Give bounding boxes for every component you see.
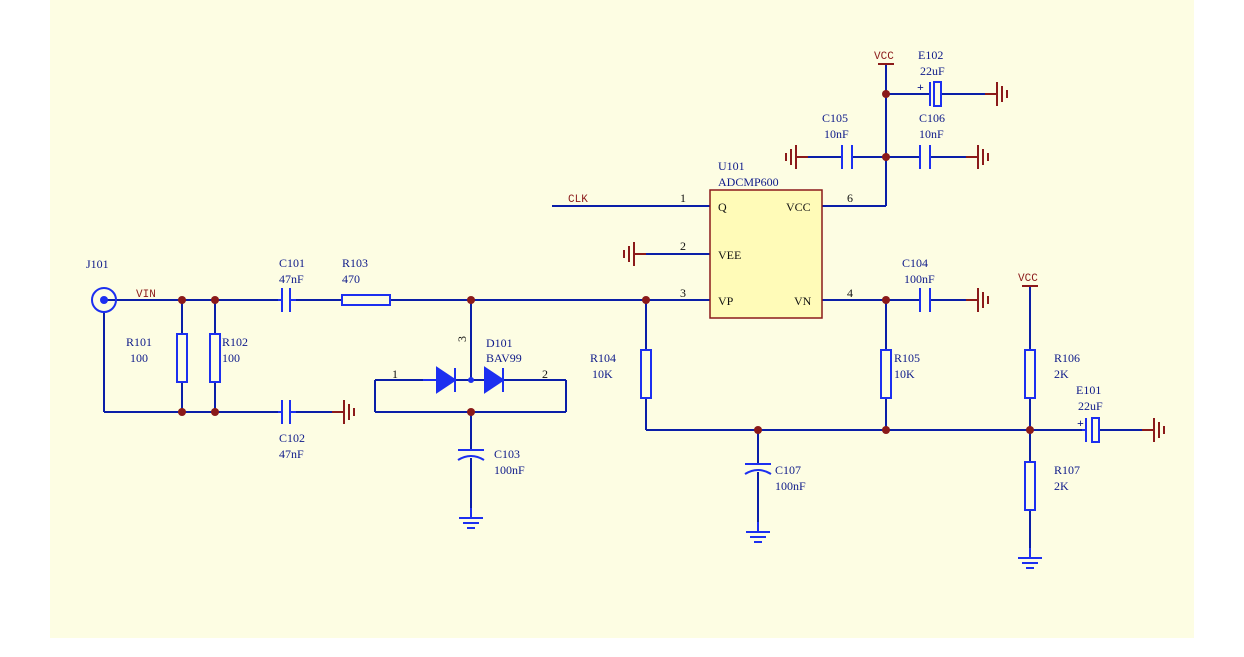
ground-icon: [331, 399, 355, 425]
r105-resistor-symbol: [880, 349, 892, 399]
ground-icon: [1141, 417, 1165, 443]
ground-icon: [458, 507, 484, 529]
c105-ref-label: C105: [822, 111, 848, 125]
c102-capacitor-symbol: [278, 400, 296, 424]
c102-ref-label: C102: [279, 431, 305, 445]
junction-dots: [178, 90, 1034, 434]
c102-value-label: 47nF: [279, 447, 304, 461]
c107-capacitor-symbol: [744, 463, 772, 475]
e102-electrolytic-capacitor-symbol: [929, 81, 942, 107]
ground-icon: [965, 144, 989, 170]
e101-electrolytic-capacitor-symbol: [1082, 417, 1100, 443]
clk-net-label: CLK: [568, 194, 588, 206]
u101-pin-number: 4: [847, 286, 853, 300]
r106-value-label: 2K: [1054, 367, 1069, 381]
e102-polarity-label: +: [917, 80, 924, 94]
d101-value-label: BAV99: [486, 351, 522, 365]
ground-icon: [984, 81, 1008, 107]
u101-pin-vp-label: VP: [718, 294, 734, 308]
u101-pin-vcc-label: VCC: [786, 200, 811, 214]
vcc-net-label: VCC: [874, 51, 894, 63]
c103-ref-label: C103: [494, 447, 520, 461]
r104-value-label: 10K: [592, 367, 613, 381]
r105-ref-label: R105: [894, 351, 920, 365]
c104-ref-label: C104: [902, 256, 928, 270]
e101-polarity-label: +: [1077, 416, 1084, 430]
r107-ref-label: R107: [1054, 463, 1080, 477]
e102-ref-label: E102: [918, 48, 943, 62]
r103-ref-label: R103: [342, 256, 368, 270]
r103-resistor-symbol: [341, 294, 391, 306]
c103-value-label: 100nF: [494, 463, 525, 477]
schematic-sheet: [50, 0, 1194, 638]
d101-pin-label: 1: [392, 367, 398, 381]
r105-value-label: 10K: [894, 367, 915, 381]
j101-ref-label: J101: [86, 257, 109, 271]
r104-resistor-symbol: [640, 349, 652, 399]
vcc-net-label: VCC: [1018, 273, 1038, 285]
e101-value-label: 22uF: [1078, 399, 1103, 413]
r106-ref-label: R106: [1054, 351, 1080, 365]
u101-value-label: ADCMP600: [718, 175, 779, 189]
r104-ref-label: R104: [590, 351, 616, 365]
c101-ref-label: C101: [279, 256, 305, 270]
r102-resistor-symbol: [209, 333, 221, 383]
r101-resistor-symbol: [176, 333, 188, 383]
u101-ic-body: [709, 189, 823, 319]
ground-icon: [785, 144, 809, 170]
d101-pin-label: 2: [542, 367, 548, 381]
u101-pin-number: 2: [680, 239, 686, 253]
c104-value-label: 100nF: [904, 272, 935, 286]
e102-value-label: 22uF: [920, 64, 945, 78]
r102-ref-label: R102: [222, 335, 248, 349]
e101-ref-label: E101: [1076, 383, 1101, 397]
c104-capacitor-symbol: [919, 288, 931, 312]
r103-value-label: 470: [342, 272, 360, 286]
c106-value-label: 10nF: [919, 127, 944, 141]
u101-pin-number: 6: [847, 191, 853, 205]
signal-ground-symbols: [458, 507, 1043, 569]
u101-pin-number: 1: [680, 191, 686, 205]
ground-icon: [965, 287, 989, 313]
c107-ref-label: C107: [775, 463, 801, 477]
c105-value-label: 10nF: [824, 127, 849, 141]
c105-capacitor-symbol: [841, 145, 853, 169]
r107-resistor-symbol: [1024, 461, 1036, 511]
j101-connector-symbol: [91, 287, 117, 313]
ground-icon: [1017, 547, 1043, 569]
wires: [103, 64, 1142, 548]
c107-value-label: 100nF: [775, 479, 806, 493]
d101-pin-label: 3: [455, 336, 469, 342]
u101-pin-number: 3: [680, 286, 686, 300]
u101-pin-q-label: Q: [718, 200, 727, 214]
r106-resistor-symbol: [1024, 349, 1036, 399]
u101-pin-vee-label: VEE: [718, 248, 741, 262]
u101-ref-label: U101: [718, 159, 745, 173]
ground-icon: [623, 241, 647, 267]
r101-ref-label: R101: [126, 335, 152, 349]
c103-capacitor-symbol: [457, 449, 485, 461]
d101-ref-label: D101: [486, 336, 513, 350]
d101-diode-symbol: [423, 366, 505, 394]
r102-value-label: 100: [222, 351, 240, 365]
u101-pin-vn-label: VN: [794, 294, 812, 308]
vin-net-label: VIN: [136, 289, 156, 301]
ground-icon: [745, 521, 771, 543]
r107-value-label: 2K: [1054, 479, 1069, 493]
c106-capacitor-symbol: [919, 145, 931, 169]
c101-capacitor-symbol: [278, 288, 296, 312]
c101-value-label: 47nF: [279, 272, 304, 286]
c106-ref-label: C106: [919, 111, 945, 125]
r101-value-label: 100: [130, 351, 148, 365]
vcc-power-symbols: [878, 63, 1038, 287]
